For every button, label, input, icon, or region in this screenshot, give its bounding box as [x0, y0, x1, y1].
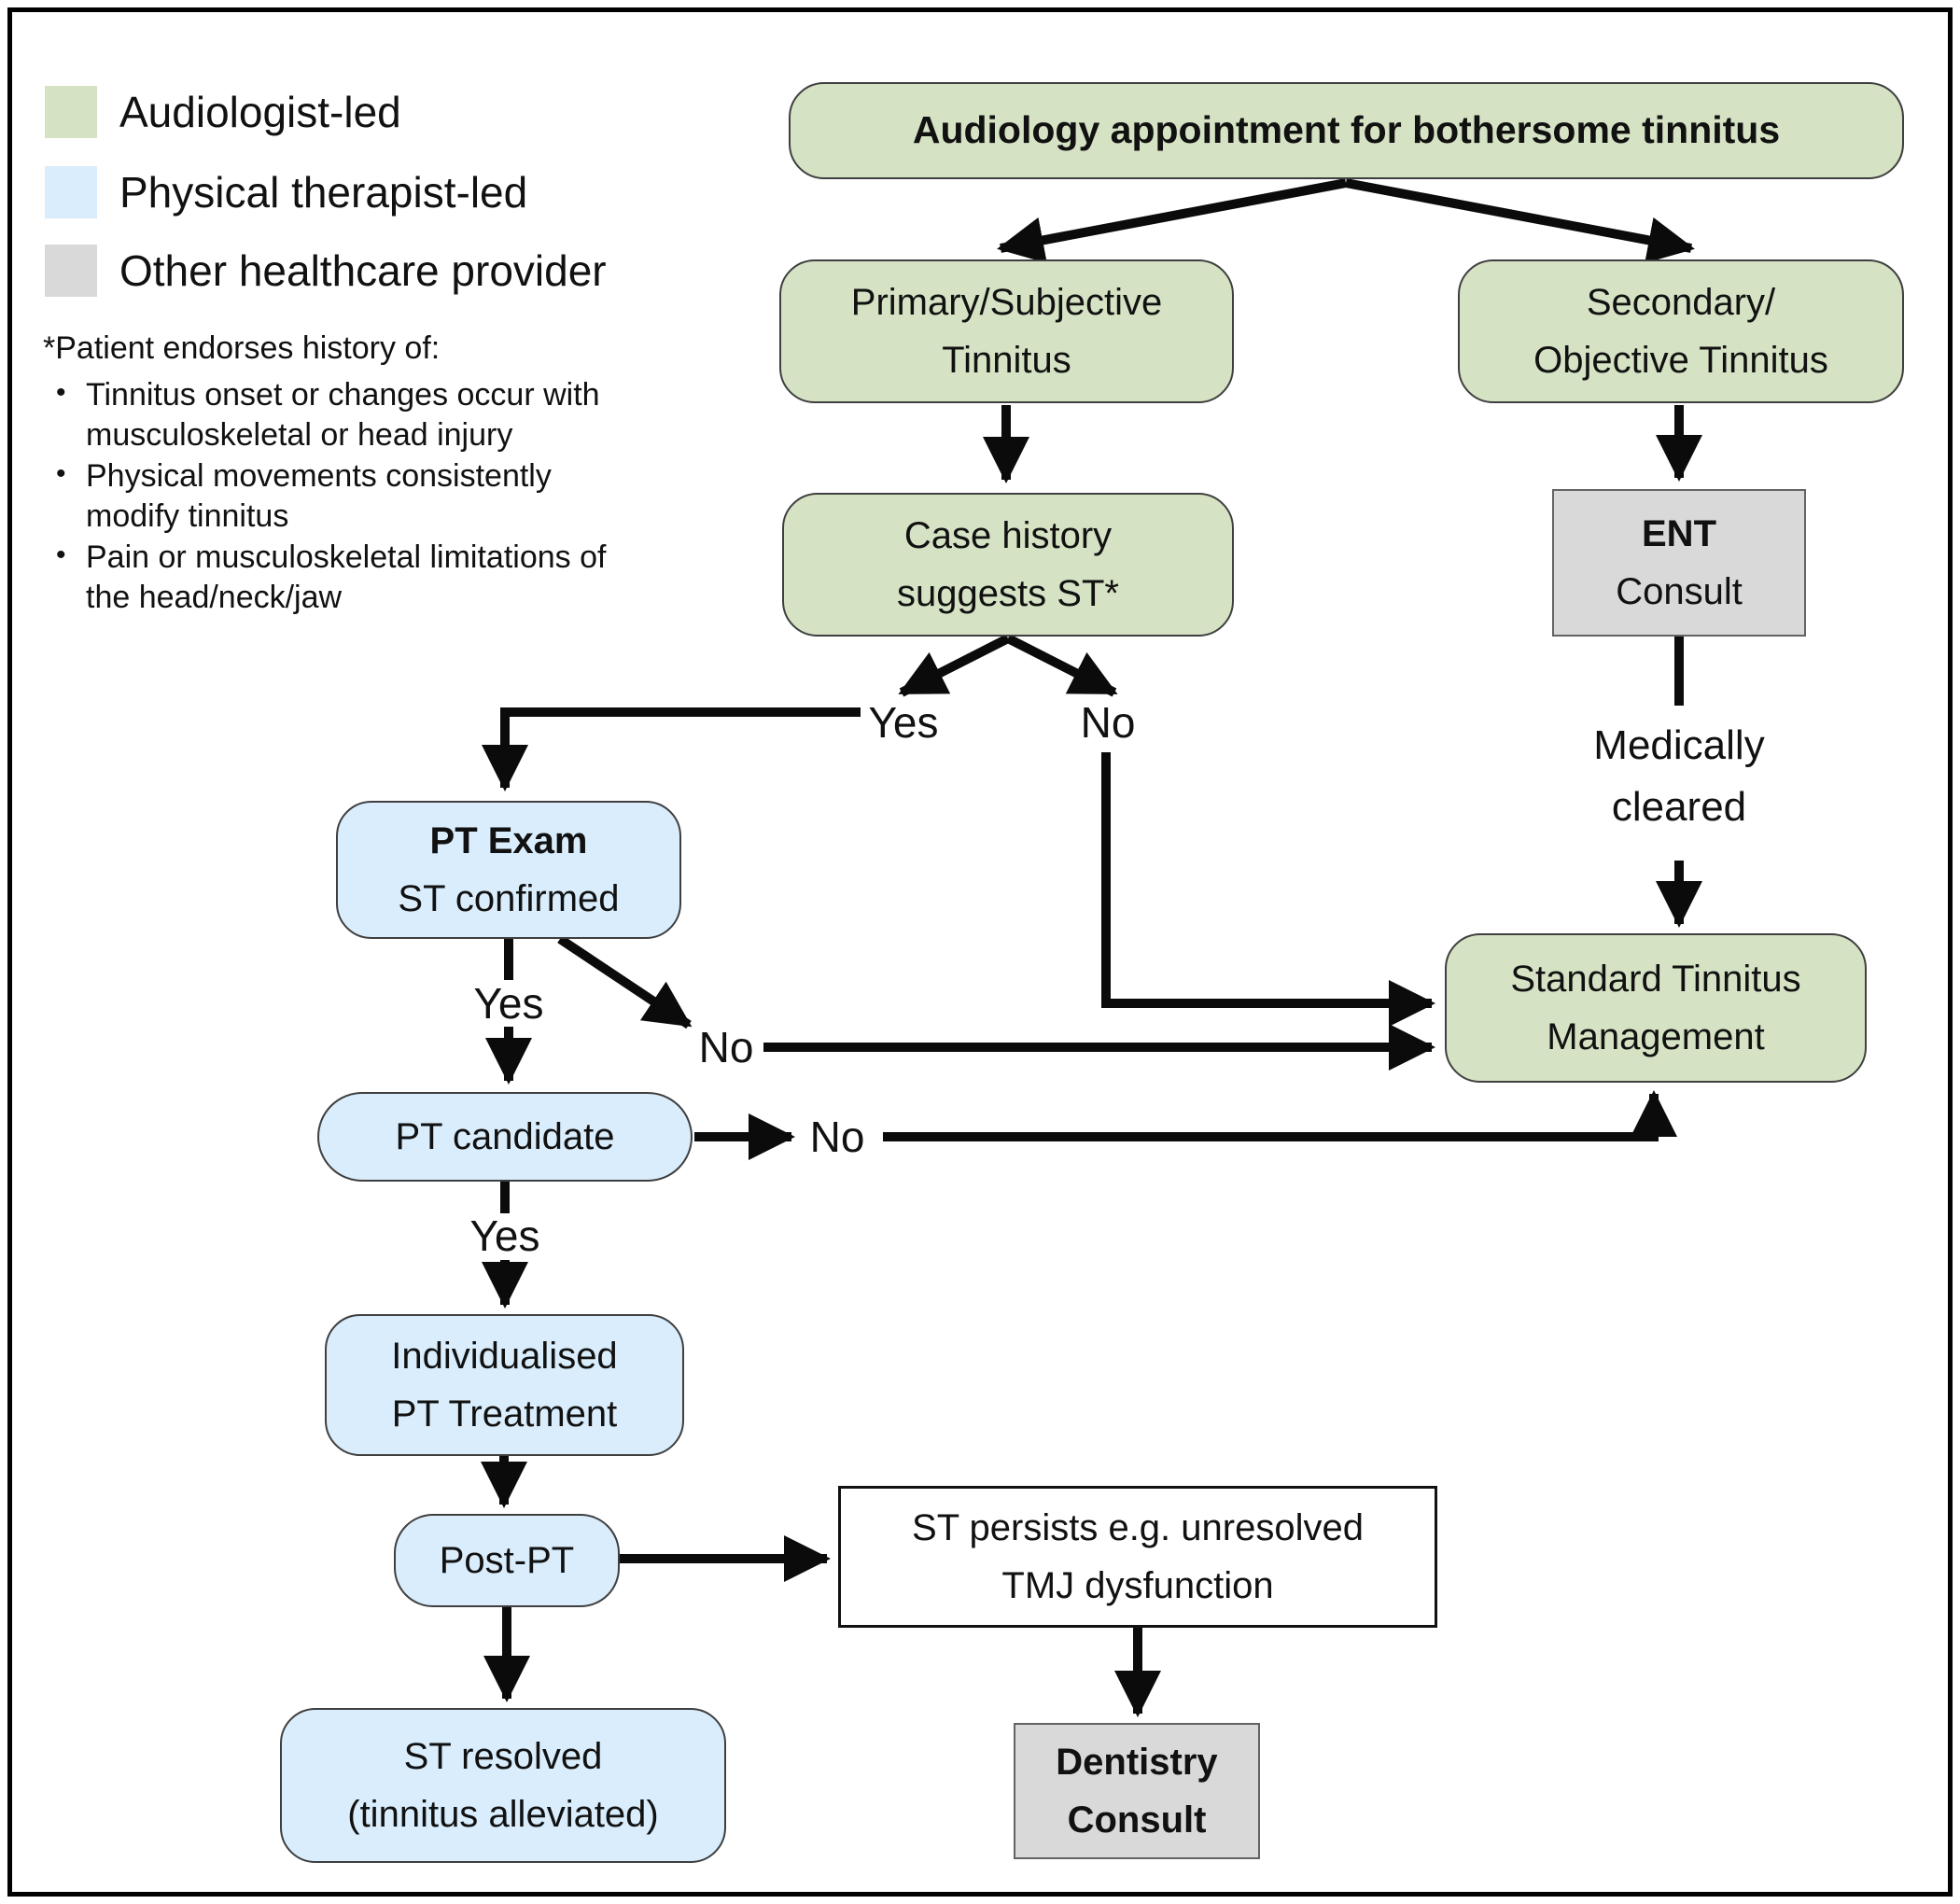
node-text: (tinnitus alleviated) [347, 1794, 659, 1835]
arrow-no-to-standard-management [1101, 752, 1436, 1027]
label-medically-cleared: Medically cleared [1593, 715, 1764, 838]
label-pt-exam-no: No [698, 1023, 754, 1071]
arrow-pt-exam-to-no [557, 934, 693, 1029]
node-text: Post-PT [439, 1540, 575, 1581]
node-text: Objective Tinnitus [1533, 340, 1828, 381]
node-standard-tinnitus-management: Standard Tinnitus Management [1445, 933, 1867, 1083]
arrow-case-history-to-yes [898, 634, 1011, 697]
label-pt-exam-yes: Yes [473, 979, 544, 1028]
arrow-yes-to-pt-exam [482, 707, 861, 792]
node-text: Case history [903, 515, 1113, 556]
node-text: Management [1547, 1016, 1765, 1057]
legend-swatch-blue [45, 166, 97, 218]
node-text: Tinnitus [942, 340, 1071, 381]
arrow-top-to-secondary [1345, 178, 1695, 264]
footnote-bullet: Tinnitus onset or changes occur with mus… [43, 375, 622, 456]
node-post-pt: Post-PT [394, 1514, 620, 1607]
node-text: ST resolved [403, 1736, 603, 1777]
footnote-bullet: Pain or musculoskeletal limitations of t… [43, 538, 622, 619]
label-pt-candidate-yes: Yes [469, 1211, 540, 1260]
node-text: TMJ dysfunction [1001, 1565, 1274, 1606]
node-pt-exam-st-confirmed: PT Exam ST confirmed [336, 801, 681, 939]
node-audiology-appointment: Audiology appointment for bothersome tin… [789, 82, 1904, 179]
node-text: Audiology appointment for bothersome tin… [912, 108, 1781, 152]
label-case-history-yes: Yes [868, 698, 939, 747]
footnote: *Patient endorses history of: Tinnitus o… [43, 329, 622, 619]
node-text: Individualised [391, 1336, 618, 1377]
footnote-list: Tinnitus onset or changes occur with mus… [43, 375, 622, 619]
node-pt-candidate: PT candidate [317, 1092, 693, 1182]
node-text: Primary/Subjective [850, 282, 1163, 323]
node-text: Secondary/ [1586, 282, 1776, 323]
arrow-top-to-primary [997, 178, 1347, 264]
node-text: PT Treatment [391, 1393, 618, 1435]
node-st-persists-tmj: ST persists e.g. unresolved TMJ dysfunct… [838, 1486, 1437, 1628]
label-case-history-no: No [1080, 698, 1136, 747]
label-pt-candidate-no: No [809, 1113, 865, 1161]
label-text: cleared [1611, 784, 1747, 830]
node-text: Consult [1067, 1799, 1207, 1841]
node-secondary-objective-tinnitus: Secondary/ Objective Tinnitus [1458, 259, 1904, 403]
node-text: Dentistry [1056, 1742, 1218, 1783]
legend-item-other-provider: Other healthcare provider [45, 245, 607, 297]
legend-label: Other healthcare provider [119, 246, 607, 295]
node-individualised-pt-treatment: Individualised PT Treatment [325, 1314, 684, 1456]
node-text: suggests ST* [897, 573, 1119, 614]
node-ent-consult: ENT Consult [1552, 489, 1806, 637]
legend-label: Physical therapist-led [119, 168, 528, 217]
node-text: PT candidate [395, 1116, 615, 1157]
node-dentistry-consult: Dentistry Consult [1014, 1723, 1260, 1859]
arrow-pt-candidate-no-to-standard-management [883, 1089, 1677, 1141]
node-case-history-suggests-st: Case history suggests ST* [782, 493, 1234, 637]
node-text: ST confirmed [398, 878, 620, 919]
node-text: Standard Tinnitus [1510, 959, 1801, 1000]
node-primary-subjective-tinnitus: Primary/Subjective Tinnitus [779, 259, 1234, 403]
node-text: ST persists e.g. unresolved [912, 1507, 1364, 1548]
node-text: ENT [1642, 513, 1716, 554]
arrow-case-history-to-no [1005, 634, 1118, 697]
legend-label: Audiologist-led [119, 88, 401, 136]
footnote-bullet: Physical movements consistently modify t… [43, 456, 622, 538]
node-st-resolved: ST resolved (tinnitus alleviated) [280, 1708, 726, 1863]
node-text: PT Exam [429, 820, 588, 861]
legend-item-physical-therapist: Physical therapist-led [45, 166, 527, 218]
footnote-intro: *Patient endorses history of: [43, 330, 441, 366]
legend-item-audiologist: Audiologist-led [45, 86, 401, 138]
node-text: Consult [1616, 571, 1743, 612]
label-text: Medically [1593, 722, 1765, 768]
legend-swatch-green [45, 86, 97, 138]
legend-swatch-gray [45, 245, 97, 297]
